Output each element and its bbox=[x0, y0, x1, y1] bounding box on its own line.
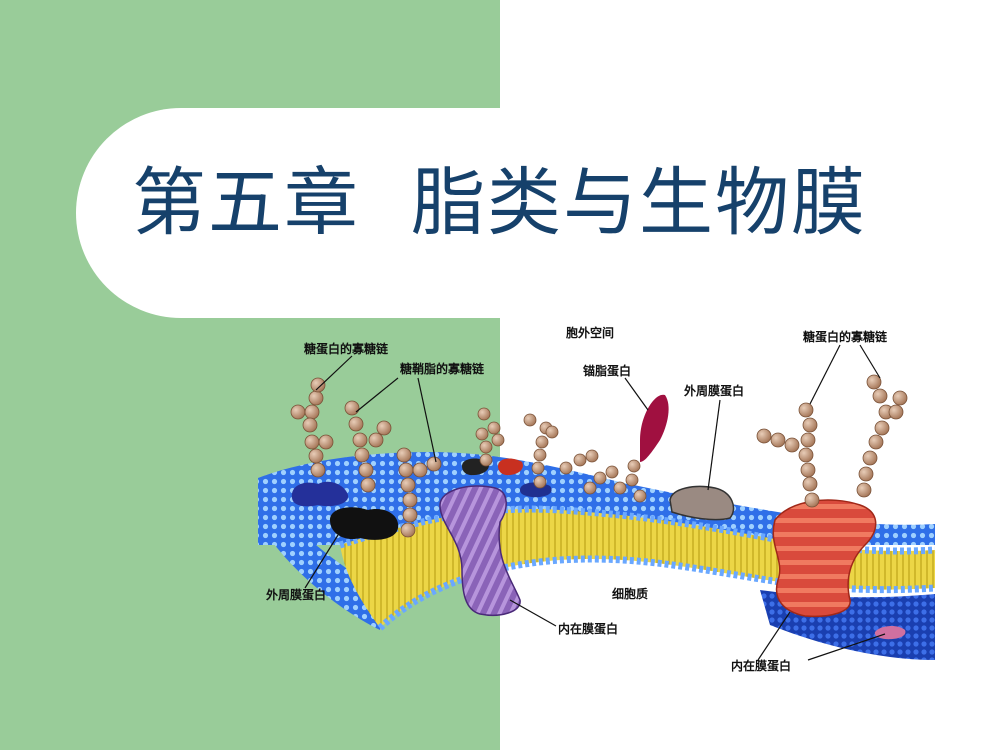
label-peripheral-protein-top: 外周膜蛋白 bbox=[684, 383, 744, 398]
label-anchored-protein: 锚脂蛋白 bbox=[583, 363, 631, 378]
lower-head-row bbox=[377, 555, 936, 631]
purple-integral-protein bbox=[439, 485, 521, 616]
label-peripheral-protein-left: 外周膜蛋白 bbox=[266, 587, 326, 602]
oligosaccharide-chains bbox=[290, 374, 908, 538]
left-cut-face bbox=[258, 478, 380, 630]
label-integral-protein-right: 内在膜蛋白 bbox=[731, 658, 791, 673]
blue-peripheral-protein bbox=[291, 481, 349, 507]
title-banner bbox=[76, 108, 999, 318]
grey-peripheral-protein bbox=[669, 485, 735, 521]
label-glycolipid-chain: 糖鞘脂的寡糖链 bbox=[400, 361, 485, 376]
black-peripheral-protein bbox=[330, 507, 399, 540]
leader-lines bbox=[304, 344, 886, 661]
slide-title: 第五章 脂类与生物膜 bbox=[131, 160, 868, 246]
label-glycoprotein-chain-right: 糖蛋白的寡糖链 bbox=[803, 329, 888, 344]
label-glycoprotein-chain-left: 糖蛋白的寡糖链 bbox=[304, 341, 389, 356]
label-integral-protein-middle: 内在膜蛋白 bbox=[558, 621, 618, 636]
red-small-protein bbox=[498, 458, 523, 476]
red-integral-protein bbox=[772, 499, 877, 618]
anchored-lipid-protein bbox=[640, 394, 669, 462]
label-extracellular: 胞外空间 bbox=[566, 325, 614, 340]
inner-pink-protein bbox=[874, 626, 906, 640]
label-cytoplasm: 细胞质 bbox=[612, 586, 648, 601]
